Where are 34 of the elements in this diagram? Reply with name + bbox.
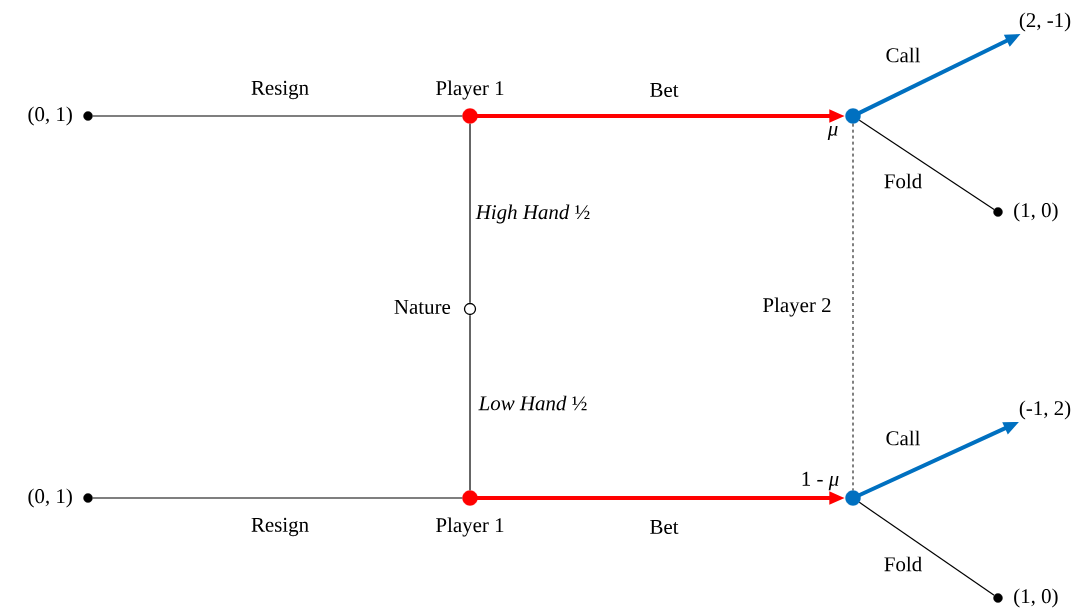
node-label: Player 1 xyxy=(436,517,504,537)
decision-node xyxy=(462,108,478,124)
decision-node xyxy=(463,302,477,316)
line xyxy=(858,501,995,596)
edge-label: Bet xyxy=(650,520,679,534)
decision-node xyxy=(462,490,478,506)
decision-node xyxy=(845,108,861,124)
edge-label: Fold xyxy=(884,173,922,189)
edge-label: Fold xyxy=(884,556,922,572)
edge-label: Call xyxy=(886,430,920,446)
decision-node xyxy=(845,490,861,506)
edge-label: Resign xyxy=(251,80,309,100)
node-label: (1, 0) xyxy=(1014,588,1058,608)
node-label: μ xyxy=(827,125,838,141)
node-label: Nature xyxy=(394,300,451,314)
payoff-label: (2, -1) xyxy=(1019,12,1071,32)
node-label: (0, 1) xyxy=(28,106,72,126)
node-label: 1 - μ xyxy=(802,471,839,491)
line xyxy=(92,115,463,117)
node-label: (0, 1) xyxy=(28,488,72,508)
node-label: Player 1 xyxy=(436,80,504,100)
edge-label: Resign xyxy=(251,517,309,537)
edge-label: Low Hand ½ xyxy=(478,395,587,411)
line xyxy=(858,119,995,210)
edge-label: Player 2 xyxy=(763,297,831,317)
node-label: (1, 0) xyxy=(1014,202,1058,222)
payoff-label: (-1, 2) xyxy=(1019,400,1071,420)
edge-label: Bet xyxy=(650,83,679,97)
line xyxy=(92,497,463,499)
edge-label: High Hand ½ xyxy=(475,204,590,224)
line xyxy=(469,314,471,491)
line xyxy=(852,123,854,491)
line xyxy=(469,123,471,304)
edge-label: Call xyxy=(886,47,920,63)
